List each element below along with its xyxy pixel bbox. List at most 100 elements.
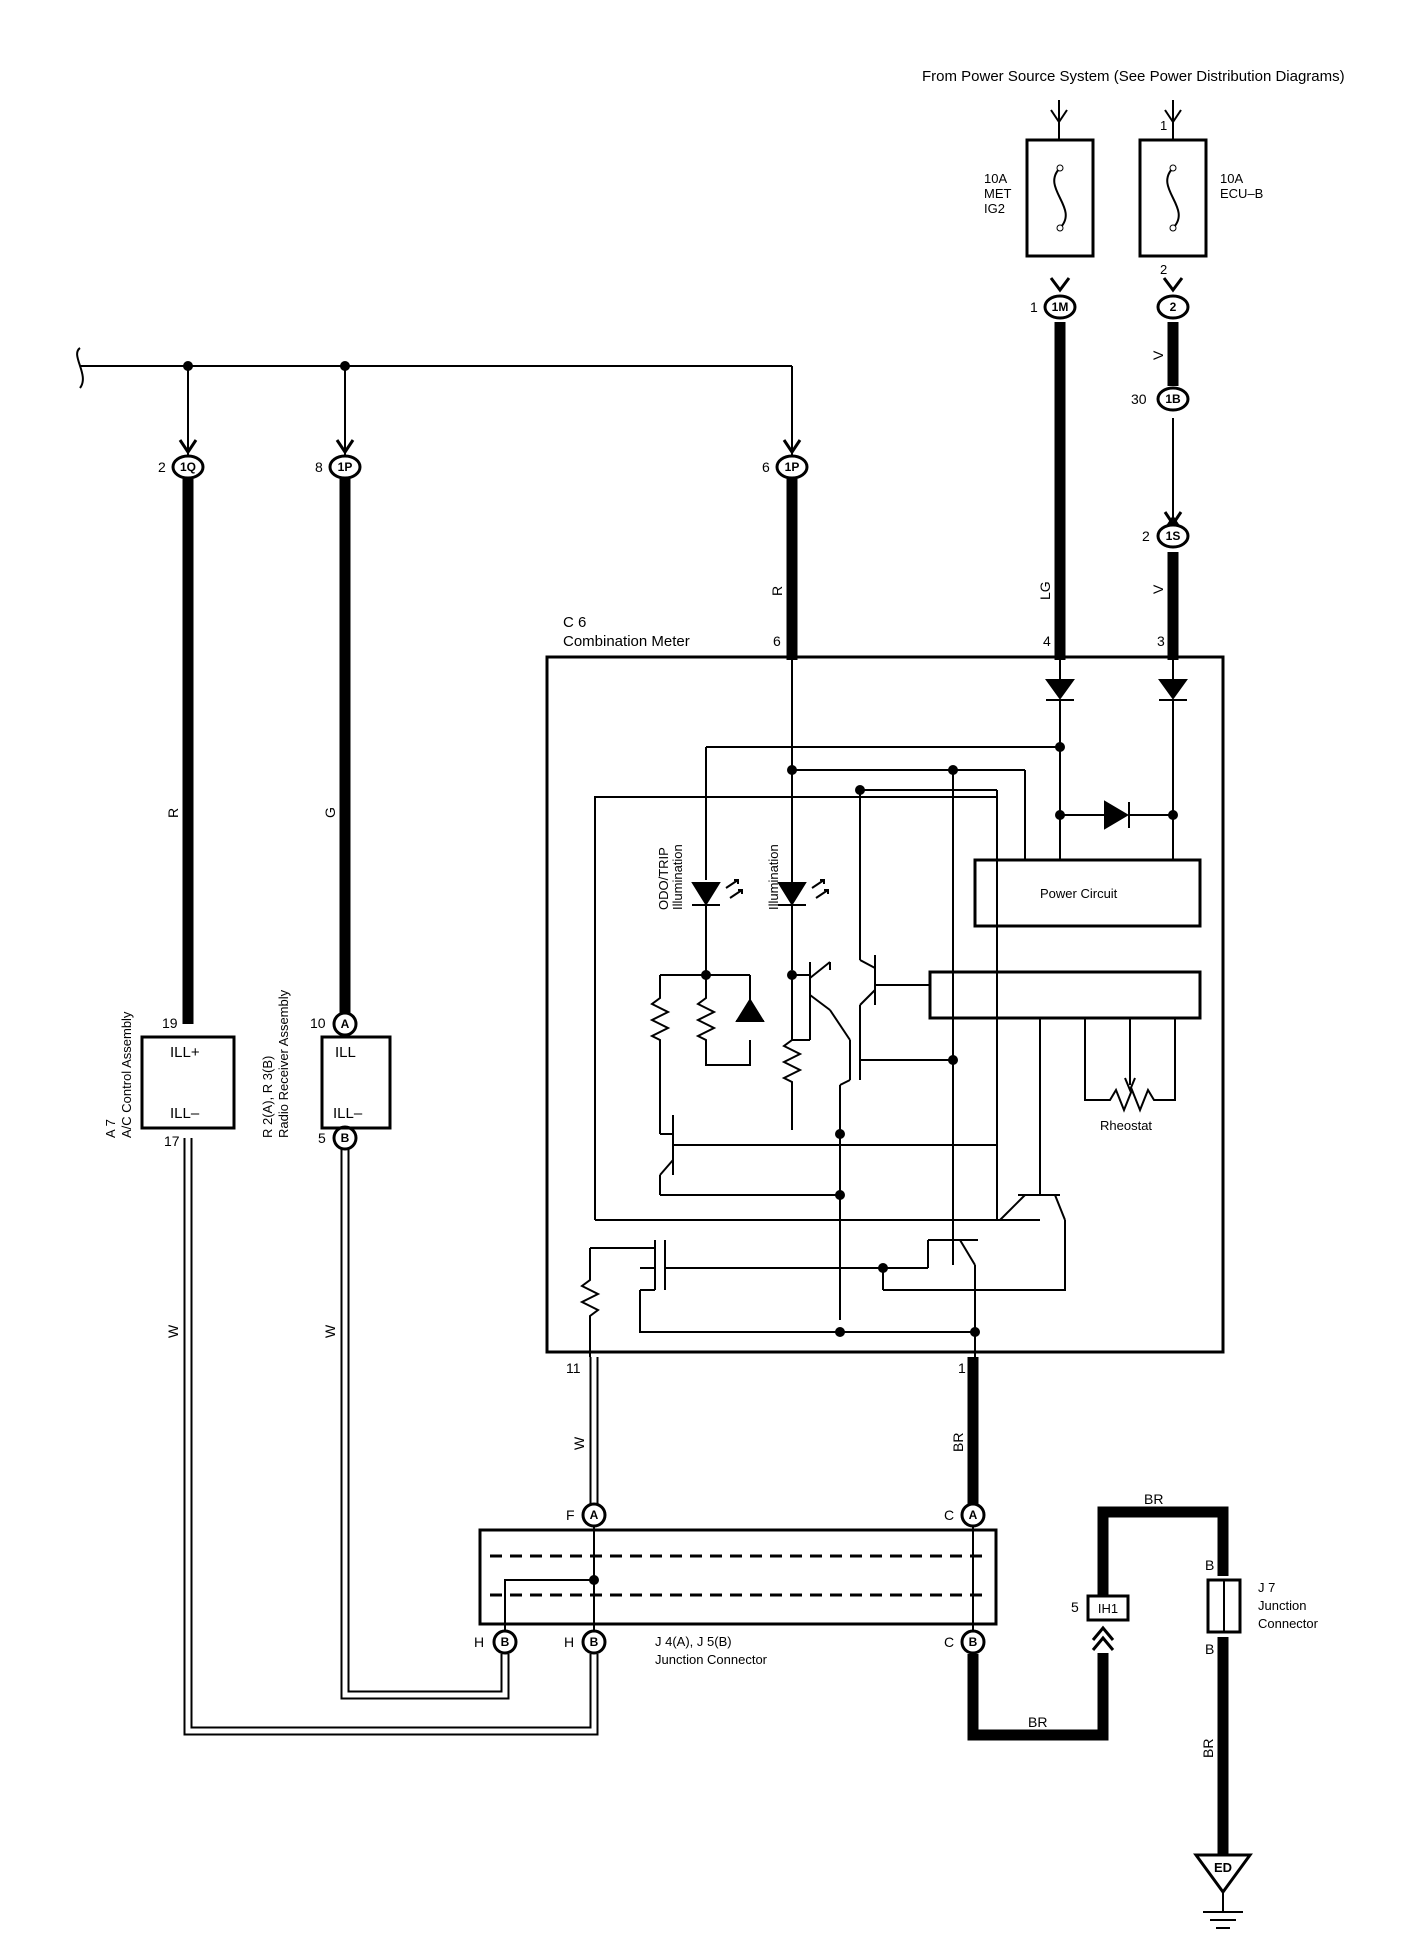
jc-name: Junction Connector <box>655 1652 768 1667</box>
svg-text:1P: 1P <box>338 460 353 474</box>
ground-ed: ED <box>1193 1853 1253 1929</box>
pin-H1: H <box>474 1634 484 1650</box>
fuse-met-ig2 <box>1025 138 1095 258</box>
svg-text:2: 2 <box>1170 300 1177 314</box>
pin-C2: C <box>944 1634 954 1650</box>
pin-1b: 1 <box>958 1360 966 1376</box>
pin-3: 3 <box>1157 633 1165 649</box>
wire-color-br4: BR <box>1200 1739 1216 1758</box>
pin-4: 4 <box>1043 633 1051 649</box>
conn-jc-C-A: A <box>960 1502 986 1528</box>
junction-connector-box <box>478 1528 998 1626</box>
conn-1P: 1P <box>328 454 362 480</box>
odo-label-2: Illumination <box>670 844 685 910</box>
junction-internal <box>504 1526 974 1630</box>
radio-id: R 2(A), R 3(B) <box>260 1056 275 1138</box>
wire-color-w3: W <box>571 1436 587 1450</box>
j7-name1: Junction <box>1258 1598 1306 1613</box>
radio-ill: ILL <box>335 1044 356 1061</box>
ac-id: A 7 <box>103 1119 118 1138</box>
meter-internal-circuit <box>579 660 1202 1357</box>
pin-5b: 5 <box>1071 1599 1079 1615</box>
pin-30: 30 <box>1131 391 1147 407</box>
wire-color-v2: V <box>1150 584 1166 594</box>
incoming-arrows <box>1050 100 1182 140</box>
odo-label-1: ODO/TRIP <box>656 847 671 910</box>
conn-1B: 1B <box>1156 386 1190 412</box>
wire-color-br2: BR <box>1028 1714 1047 1730</box>
fuse2-name1: ECU–B <box>1220 186 1263 201</box>
wire-color-br1: BR <box>950 1433 966 1452</box>
pin-5a: 5 <box>318 1130 326 1146</box>
pin-Ba: B <box>1205 1557 1214 1573</box>
ac-ill-minus: ILL– <box>170 1105 200 1122</box>
fuse2-pin-in: 1 <box>1160 118 1167 133</box>
conn-1S: 1S <box>1156 523 1190 549</box>
j7-name2: Connector <box>1258 1616 1319 1631</box>
conn-1P-b: 1P <box>775 454 809 480</box>
pin-2a: 2 <box>158 459 166 475</box>
pin-1a: 1 <box>1030 299 1038 315</box>
conn-jc-C-B: B <box>960 1629 986 1655</box>
conn-jc-H-B2: B <box>581 1629 607 1655</box>
pin-8: 8 <box>315 459 323 475</box>
pin-6b: 6 <box>773 633 781 649</box>
pin-6a: 6 <box>762 459 770 475</box>
svg-text:B: B <box>969 1635 978 1649</box>
fuse1-amp: 10A <box>984 171 1007 186</box>
j7-id: J 7 <box>1258 1580 1275 1595</box>
svg-text:B: B <box>341 1131 350 1145</box>
rheostat-label: Rheostat <box>1100 1118 1152 1133</box>
wire-color-lg: LG <box>1037 581 1053 600</box>
svg-text:1S: 1S <box>1166 529 1181 543</box>
pin-19: 19 <box>162 1015 178 1031</box>
jc-id: J 4(A), J 5(B) <box>655 1634 732 1649</box>
white-wires <box>183 1138 599 1736</box>
svg-text:1P: 1P <box>785 460 800 474</box>
fuse2-pin-out: 2 <box>1160 262 1167 277</box>
ac-control-box <box>140 1035 236 1130</box>
svg-text:A: A <box>590 1508 599 1522</box>
svg-text:B: B <box>501 1635 510 1649</box>
j7-connector <box>1206 1578 1242 1634</box>
conn-radio-A: A <box>332 1011 358 1037</box>
conn-radio-B: B <box>332 1125 358 1151</box>
illum-label: Illumination <box>766 844 781 910</box>
wire-color-g: G <box>322 807 338 818</box>
thick-wires <box>182 322 1229 1855</box>
meter-name: Combination Meter <box>563 633 690 650</box>
top-bus <box>76 347 793 455</box>
svg-text:A: A <box>969 1508 978 1522</box>
svg-text:1B: 1B <box>1165 392 1181 406</box>
power-circuit-label: Power Circuit <box>1040 886 1118 901</box>
pin-2b: 2 <box>1142 528 1150 544</box>
wire-color-br3: BR <box>1144 1491 1163 1507</box>
pin-11: 11 <box>566 1360 581 1376</box>
svg-text:ED: ED <box>1214 1860 1232 1875</box>
wire-color-v1: V <box>1150 350 1166 360</box>
chevrons <box>178 277 1184 531</box>
combination-meter-box <box>545 655 1225 1354</box>
svg-text:B: B <box>590 1635 599 1649</box>
pin-F: F <box>566 1507 575 1523</box>
radio-name: Radio Receiver Assembly <box>276 989 291 1138</box>
conn-ih1: IH1 <box>1086 1594 1130 1651</box>
wire-color-r2: R <box>769 586 785 596</box>
power-source-label: From Power Source System (See Power Dist… <box>922 68 1345 85</box>
wire-color-w1: W <box>165 1324 181 1338</box>
pin-10: 10 <box>310 1015 326 1031</box>
pin-Bb: B <box>1205 1641 1214 1657</box>
conn-1Q: 1Q <box>171 454 205 480</box>
svg-text:IH1: IH1 <box>1098 1601 1118 1616</box>
ac-ill-plus: ILL+ <box>170 1044 200 1061</box>
fuse1-name2: IG2 <box>984 201 1005 216</box>
fuse2-amp: 10A <box>1220 171 1243 186</box>
junction-bus-lines <box>490 1554 990 1597</box>
fuse1-name1: MET <box>984 186 1012 201</box>
pin-C1: C <box>944 1507 954 1523</box>
conn-jc-F-A: A <box>581 1502 607 1528</box>
meter-id: C 6 <box>563 614 586 631</box>
pin-17: 17 <box>164 1133 180 1149</box>
svg-text:A: A <box>341 1017 350 1031</box>
